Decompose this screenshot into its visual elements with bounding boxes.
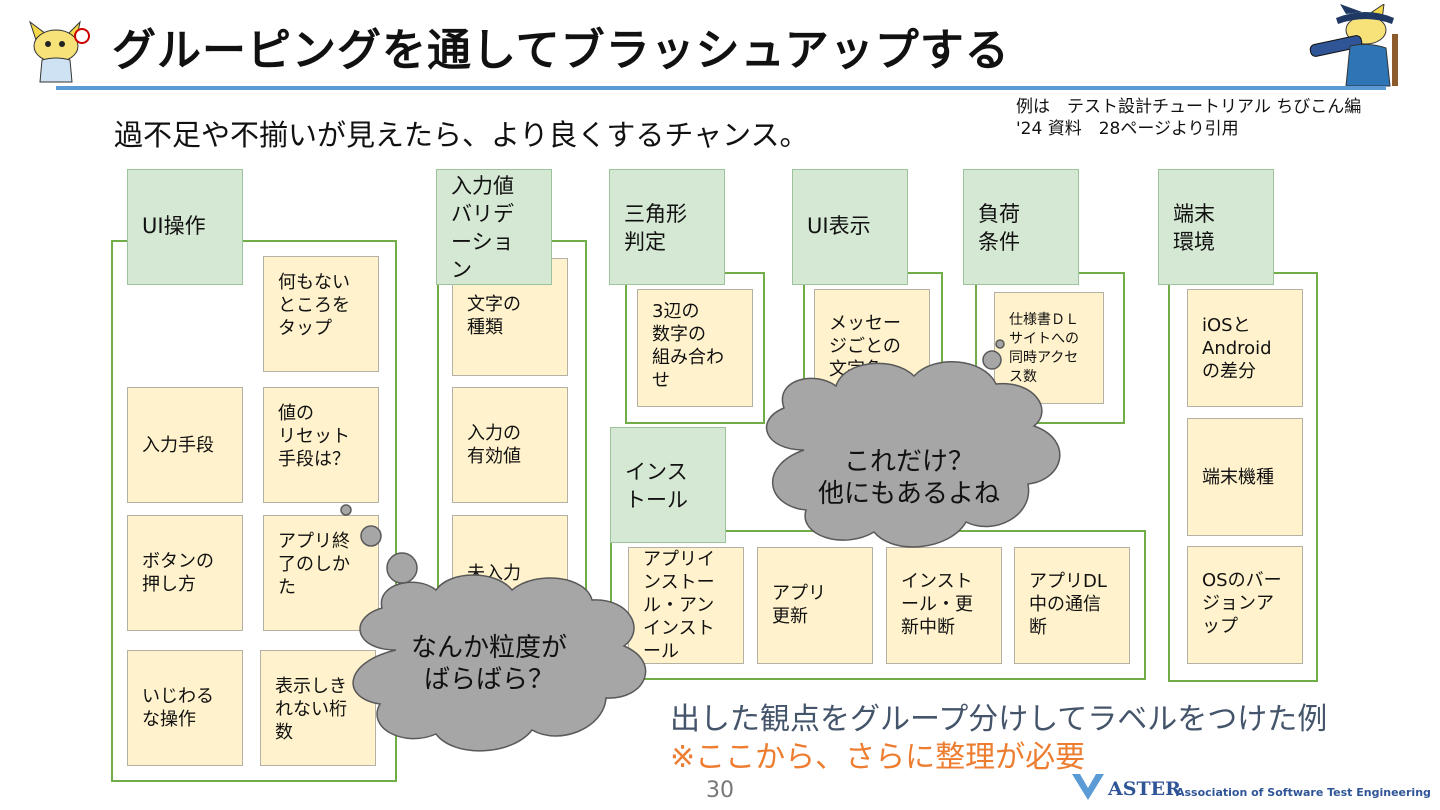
slide-subtitle: 過不足や不揃いが見えたら、より良くするチャンス。 (114, 118, 809, 152)
label-ui-operation: UI操作 (127, 169, 243, 285)
card-app-exit: アプリ終 了のしか た (263, 515, 379, 631)
cloud-right-text: これだけ？ 他にもあるよね (817, 447, 1000, 509)
label-input-validation: 入力値 バリデ ーショ ン (436, 169, 552, 285)
card-side-combinations: 3辺の 数字の 組み合わ せ (637, 289, 753, 407)
card-os-upgrade: OSのバー ジョンア ップ (1187, 546, 1303, 664)
card-overflow-digits: 表示しき れない桁 数 (260, 650, 376, 766)
card-tricky-operation: いじわる な操作 (127, 650, 243, 766)
slide-title: グルーピングを通してブラッシュアップする (112, 25, 1010, 76)
card-app-update: アプリ 更新 (757, 547, 873, 664)
page-number: 30 (706, 778, 734, 803)
note-further-organize: ※ここから、さらに整理が必要 (670, 740, 1086, 775)
label-load: 負荷 条件 (963, 169, 1079, 285)
card-download-disconnect: アプリDL 中の通信 断 (1014, 547, 1130, 664)
card-value-reset: 値の リセット 手段は？ (263, 387, 379, 503)
label-device: 端末 環境 (1158, 169, 1274, 285)
aster-logo-mark: ASTER (1108, 778, 1181, 800)
card-valid-input: 入力の 有効値 (452, 387, 568, 503)
mascot-cat-icon (22, 20, 92, 86)
card-button-press: ボタンの 押し方 (127, 515, 243, 631)
thought-cloud-right (744, 300, 1104, 570)
title-underline (56, 86, 1386, 90)
label-triangle: 三角形 判定 (609, 169, 725, 285)
card-device-model: 端末機種 (1187, 418, 1303, 536)
card-ios-android: iOSと Android の差分 (1187, 289, 1303, 407)
note-grouping-example: 出した観点をグループ分けしてラベルをつけた例 (670, 702, 1328, 737)
aster-logo-icon (1070, 772, 1106, 802)
card-install-interrupted: インスト ール・更 新中断 (886, 547, 1002, 664)
aster-logo-text: Association of Software Test Engineering (1176, 786, 1431, 799)
cloud-left-text: なんか粒度が ばらばら？ (410, 633, 567, 695)
label-install: インス トール (610, 427, 726, 543)
card-input-method: 入力手段 (127, 387, 243, 503)
card-install-uninstall: アプリイ ンストー ル・アン インスト ール (628, 547, 744, 664)
mascot-telescope-icon (1306, 2, 1418, 90)
label-ui-display: UI表示 (792, 169, 908, 285)
card-tap-empty-area: 何もない ところを タップ (263, 256, 379, 372)
thought-cloud-left (326, 500, 686, 760)
citation-note: 例は テスト設計チュートリアル ちびこん編 '24 資料 28ページより引用 (1016, 97, 1362, 139)
